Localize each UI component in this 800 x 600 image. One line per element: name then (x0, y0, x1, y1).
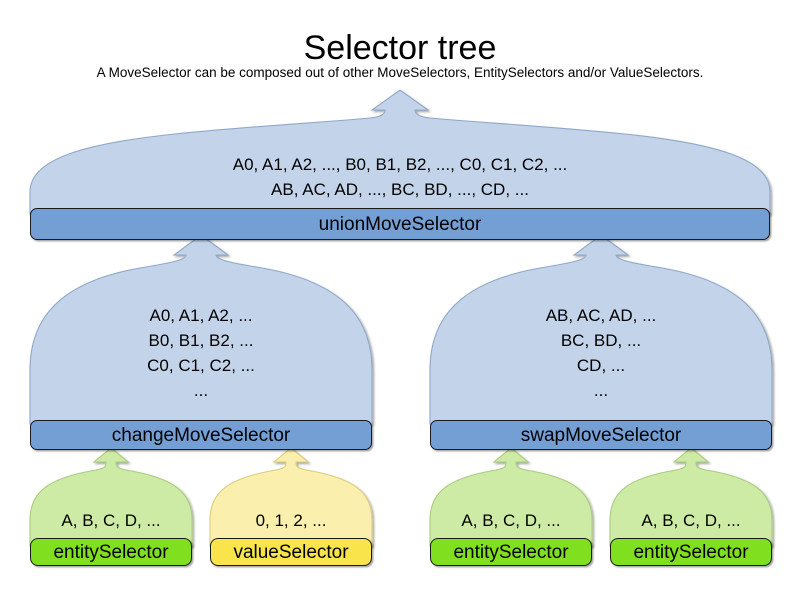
page-title: Selector tree (303, 29, 497, 67)
bell-value-1 (209, 447, 373, 547)
bell-swap (429, 234, 773, 425)
bell-entity-3 (609, 447, 773, 547)
bell-union (29, 89, 771, 215)
node-entity-selector-1[interactable]: entitySelector (30, 538, 192, 566)
page-subtitle: A MoveSelector can be composed out of ot… (96, 65, 704, 80)
entity-2-samples: A, B, C, D, ... (461, 511, 561, 530)
entity-1-samples: A, B, C, D, ... (61, 511, 161, 530)
entity-3-samples: A, B, C, D, ... (641, 511, 741, 530)
node-entity-selector-2[interactable]: entitySelector (430, 538, 592, 566)
bell-entity-2 (429, 447, 593, 547)
node-union-move-selector[interactable]: unionMoveSelector (30, 208, 770, 240)
node-change-move-selector[interactable]: changeMoveSelector (30, 420, 372, 450)
node-entity-selector-3[interactable]: entitySelector (610, 538, 772, 566)
bell-change (29, 234, 373, 425)
bell-entity-1 (29, 447, 193, 547)
node-value-selector-1[interactable]: valueSelector (210, 538, 372, 566)
node-swap-move-selector[interactable]: swapMoveSelector (430, 420, 772, 450)
value-1-samples: 0, 1, 2, ... (255, 511, 327, 530)
